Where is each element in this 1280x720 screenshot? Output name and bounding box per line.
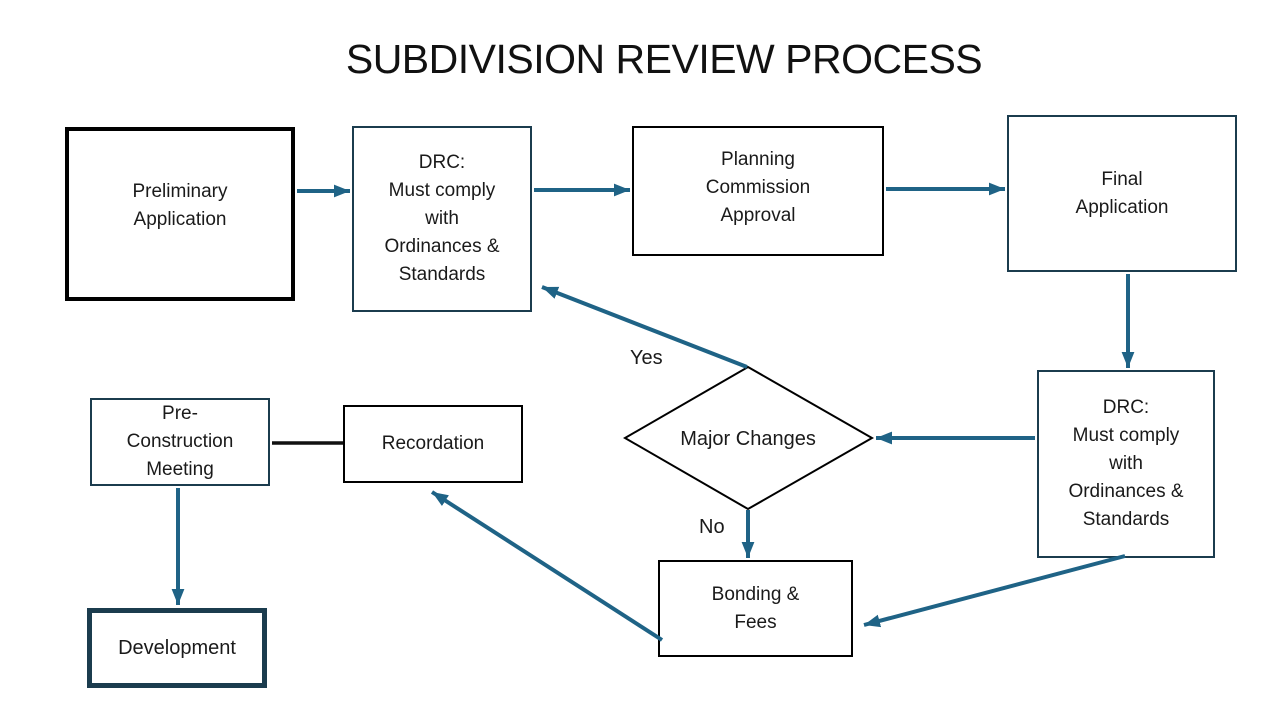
node-label: Bonding & Fees: [711, 583, 800, 633]
node-label: DRC: Must comply with Ordinances & Stand…: [384, 152, 500, 285]
node-label: Development: [118, 637, 236, 659]
node-final-application: Final Application: [1007, 115, 1237, 272]
node-recordation: Recordation: [343, 405, 523, 483]
node-bonding-fees: Bonding & Fees: [658, 560, 853, 657]
page-title: SUBDIVISION REVIEW PROCESS: [345, 36, 983, 82]
edge-label-no: No: [699, 516, 725, 538]
node-drc-top: DRC: Must comply with Ordinances & Stand…: [352, 126, 532, 312]
node-label: Preliminary Application: [132, 181, 228, 230]
connector-bonding-to-recordation: [430, 490, 664, 642]
node-planning-commission-approval: Planning Commission Approval: [632, 126, 884, 256]
node-label: Final Application: [1075, 168, 1169, 218]
node-pre-construction-meeting: Pre- Construction Meeting: [90, 398, 270, 486]
node-label: Major Changes: [680, 427, 816, 450]
node-label: Pre- Construction Meeting: [126, 403, 234, 480]
node-drc-right: DRC: Must comply with Ordinances & Stand…: [1037, 370, 1215, 558]
node-label: Recordation: [381, 433, 485, 454]
connector-drc-right-to-bonding: [863, 554, 1126, 628]
node-preliminary-application: Preliminary Application: [65, 127, 295, 301]
edge-label-yes: Yes: [630, 347, 663, 369]
node-label: Planning Commission Approval: [705, 149, 811, 226]
node-major-changes: Major Changes: [625, 368, 871, 510]
node-development: Development: [87, 608, 267, 688]
node-label: DRC: Must comply with Ordinances & Stand…: [1068, 397, 1184, 530]
